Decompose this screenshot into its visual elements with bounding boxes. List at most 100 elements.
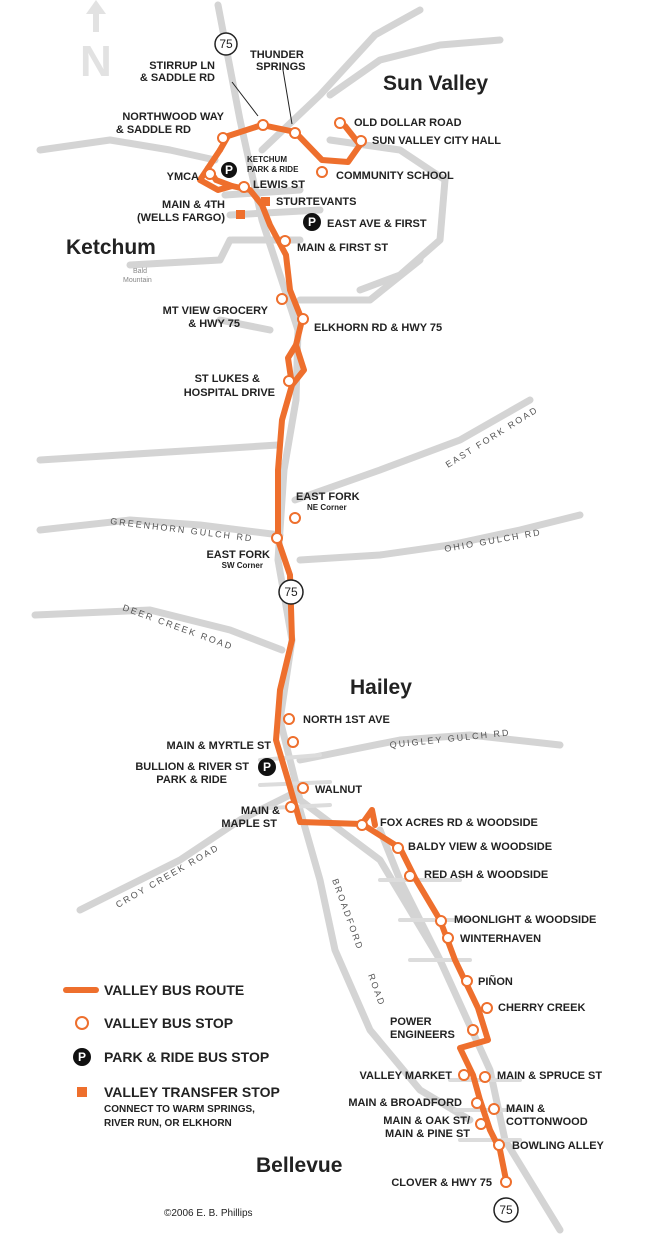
road-network (31, 1, 584, 1234)
label-mt-view-1: MT VIEW GROCERY (163, 305, 269, 317)
label-main-oak-1: MAIN & OAK ST/ (383, 1115, 470, 1127)
label-stirrup-1: STIRRUP LN (149, 60, 215, 72)
label-main-oak-2: MAIN & PINE ST (385, 1128, 470, 1140)
hwy-75-south-number: 75 (499, 1203, 513, 1217)
route-main-line (205, 147, 509, 1183)
label-ketchum-pr-2: PARK & RIDE (247, 165, 299, 174)
stop-bowling-alley (493, 1139, 505, 1151)
label-croy-creek-road: CROY CREEK ROAD (114, 842, 221, 910)
pointer-thunder (282, 69, 293, 125)
highway-shield-north: 75 (214, 32, 238, 56)
stop-ymca (204, 168, 216, 180)
label-power-1: POWER (390, 1016, 432, 1028)
label-main-4th-2: (WELLS FARGO) (137, 212, 225, 224)
label-red-ash: RED ASH & WOODSIDE (424, 869, 548, 881)
label-power-2: ENGINEERS (390, 1029, 455, 1041)
label-east-fork-sw: EAST FORK (206, 549, 270, 561)
label-main-broadford: MAIN & BROADFORD (348, 1097, 462, 1109)
woodside-road (376, 826, 444, 964)
map-legend: VALLEY BUS ROUTE VALLEY BUS STOP P PARK … (63, 982, 280, 1129)
label-mt-view-2: & HWY 75 (188, 318, 240, 330)
town-sun-valley: Sun Valley (383, 72, 488, 95)
pointer-stirrup (231, 81, 259, 117)
label-east-fork-ne: EAST FORK (296, 491, 360, 503)
town-bellevue: Bellevue (256, 1154, 342, 1177)
label-north-1st: NORTH 1ST AVE (303, 714, 390, 726)
park-ride-east-ave-p: P (308, 215, 316, 229)
side-road-west (36, 441, 282, 464)
warm-springs-road (36, 136, 219, 164)
label-main-cottonwood-1: MAIN & (506, 1103, 545, 1115)
bus-stops (204, 117, 512, 1188)
elkhorn-road (296, 256, 424, 304)
hailey-grid-3 (268, 803, 332, 810)
label-thunder-2: SPRINGS (256, 61, 306, 73)
town-ketchum: Ketchum (66, 236, 156, 259)
label-walnut: WALNUT (315, 784, 362, 796)
label-pinon: PIÑON (478, 975, 513, 988)
label-main-spruce: MAIN & SPRUCE ST (497, 1070, 602, 1082)
label-bullion-1: BULLION & RIVER ST (135, 761, 249, 773)
label-ymca: YMCA (167, 171, 199, 183)
label-northwood-1: NORTHWOOD WAY (122, 111, 224, 123)
stop-mt-view-grocery (276, 293, 288, 305)
label-main-cottonwood-2: COTTONWOOD (506, 1116, 588, 1128)
hwy-75-north-number: 75 (219, 37, 233, 51)
north-arrow: N (80, 0, 112, 86)
label-sturtevants: STURTEVANTS (276, 196, 356, 208)
route-fox-acres-spur (359, 807, 378, 828)
greenhorn-gulch-road (36, 516, 284, 539)
town-hailey: Hailey (350, 676, 412, 699)
label-city-hall: SUN VALLEY CITY HALL (372, 135, 501, 147)
stop-elkhorn-rd (297, 313, 309, 325)
highway-shield-south: 75 (493, 1197, 519, 1223)
label-main-first: MAIN & FIRST ST (297, 242, 388, 254)
label-northwood-2: & SADDLE RD (116, 124, 191, 136)
label-east-fork-sw-sub: SW Corner (222, 561, 263, 570)
label-baldy-view: BALDY VIEW & WOODSIDE (408, 841, 552, 853)
legend-transfer-label: VALLEY TRANSFER STOP (104, 1084, 280, 1100)
label-lewis-st: LEWIS ST (253, 179, 305, 191)
stop-main-spruce (479, 1071, 491, 1083)
label-main-4th-1: MAIN & 4TH (162, 199, 225, 211)
stop-main-broadford (471, 1097, 483, 1109)
highway-shield-middle: 75 (278, 579, 304, 605)
stop-old-dollar-road (334, 117, 346, 129)
legend-park-ride-label: PARK & RIDE BUS STOP (104, 1049, 269, 1065)
label-elkhorn: ELKHORN RD & HWY 75 (314, 322, 442, 334)
stop-cherry-creek (481, 1002, 493, 1014)
stop-baldy-view (392, 842, 404, 854)
label-moonlight: MOONLIGHT & WOODSIDE (454, 914, 596, 926)
legend-stop-icon (75, 1016, 89, 1030)
stop-sun-valley-city-hall (355, 135, 367, 147)
park-ride-ketchum: P (221, 162, 237, 178)
label-bullion-2: PARK & RIDE (156, 774, 227, 786)
stop-clover (500, 1176, 512, 1188)
broadford-road (296, 806, 474, 1124)
legend-transfer-note-2: RIVER RUN, OR ELKHORN (104, 1118, 232, 1129)
stop-main-myrtle (287, 736, 299, 748)
stop-lewis-st (238, 181, 250, 193)
label-bowling: BOWLING ALLEY (512, 1140, 605, 1152)
park-ride-ketchum-p: P (225, 163, 233, 177)
bald-mountain-road (126, 236, 234, 269)
lake-creek-road (216, 316, 274, 334)
label-main-maple-1: MAIN & (241, 805, 280, 817)
stop-main-maple (285, 801, 297, 813)
stop-main-oak (475, 1118, 487, 1130)
croy-creek-road (76, 791, 294, 914)
label-st-lukes-1: ST LUKES & (195, 373, 260, 385)
sun-valley-road (258, 6, 424, 154)
stop-main-cottonwood (488, 1103, 500, 1115)
legend-stop-label: VALLEY BUS STOP (104, 1015, 233, 1031)
hailey-grid-2 (258, 780, 332, 787)
label-community-school: COMMUNITY SCHOOL (336, 170, 454, 182)
stop-community-school (316, 166, 328, 178)
route-sun-valley-loop (217, 122, 363, 165)
park-ride-bullion: P (258, 758, 276, 776)
stop-stirrup-ln (257, 119, 269, 131)
label-st-lukes-2: HOSPITAL DRIVE (184, 387, 275, 399)
label-valley-market: VALLEY MARKET (360, 1070, 453, 1082)
